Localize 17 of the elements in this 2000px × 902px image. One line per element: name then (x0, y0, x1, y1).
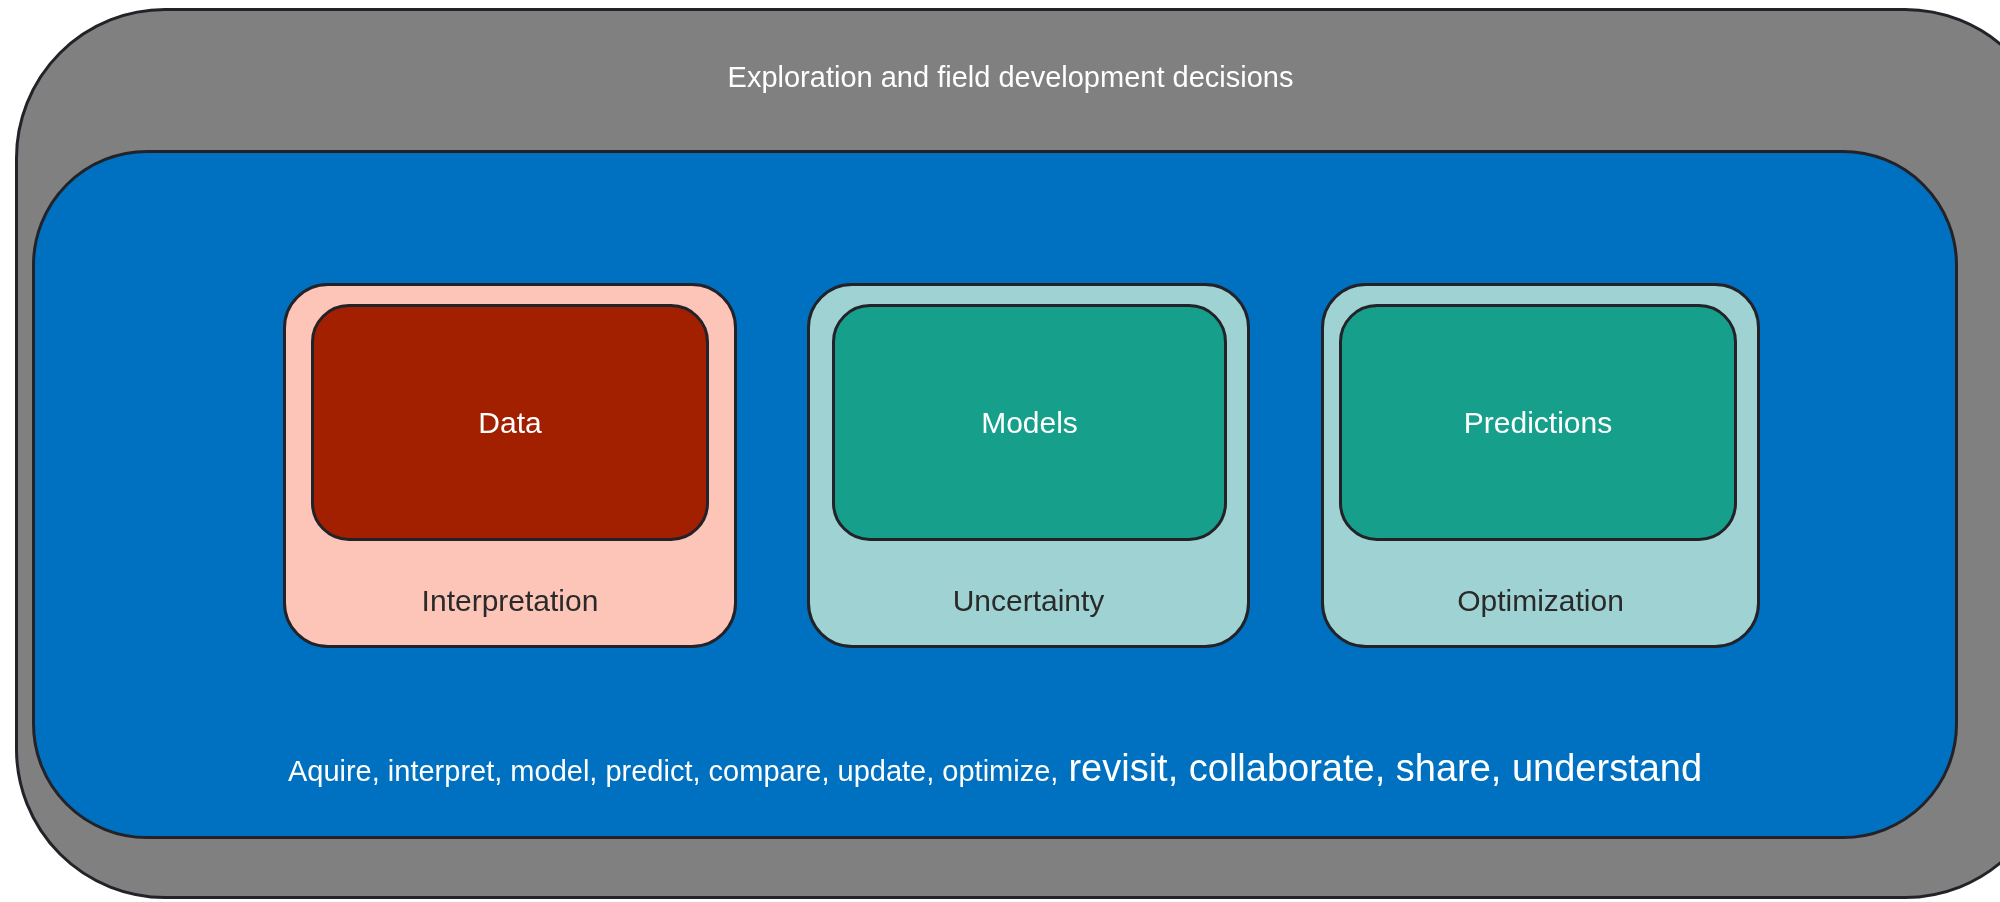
panel-title: Exploration and field development decisions (727, 60, 1294, 95)
card-title: Predictions (1463, 404, 1613, 441)
caption-text: revisit, collaborate, share, understand (1068, 746, 1703, 791)
card-title: Models (981, 404, 1078, 441)
card (807, 283, 1250, 648)
card-label: Uncertainty (952, 582, 1105, 619)
card-label: Interpretation (421, 582, 599, 619)
card (283, 283, 737, 648)
caption-text: Aquire, interpret, model, predict, compare, update, optimize, (287, 754, 1059, 789)
outer-panel (15, 8, 2000, 899)
card-inner (311, 304, 709, 541)
card (1321, 283, 1760, 648)
card-inner (1339, 304, 1737, 541)
card-title: Data (478, 404, 542, 441)
inner-panel (32, 150, 1958, 839)
card-label: Optimization (1457, 582, 1624, 619)
card-inner (832, 304, 1227, 541)
